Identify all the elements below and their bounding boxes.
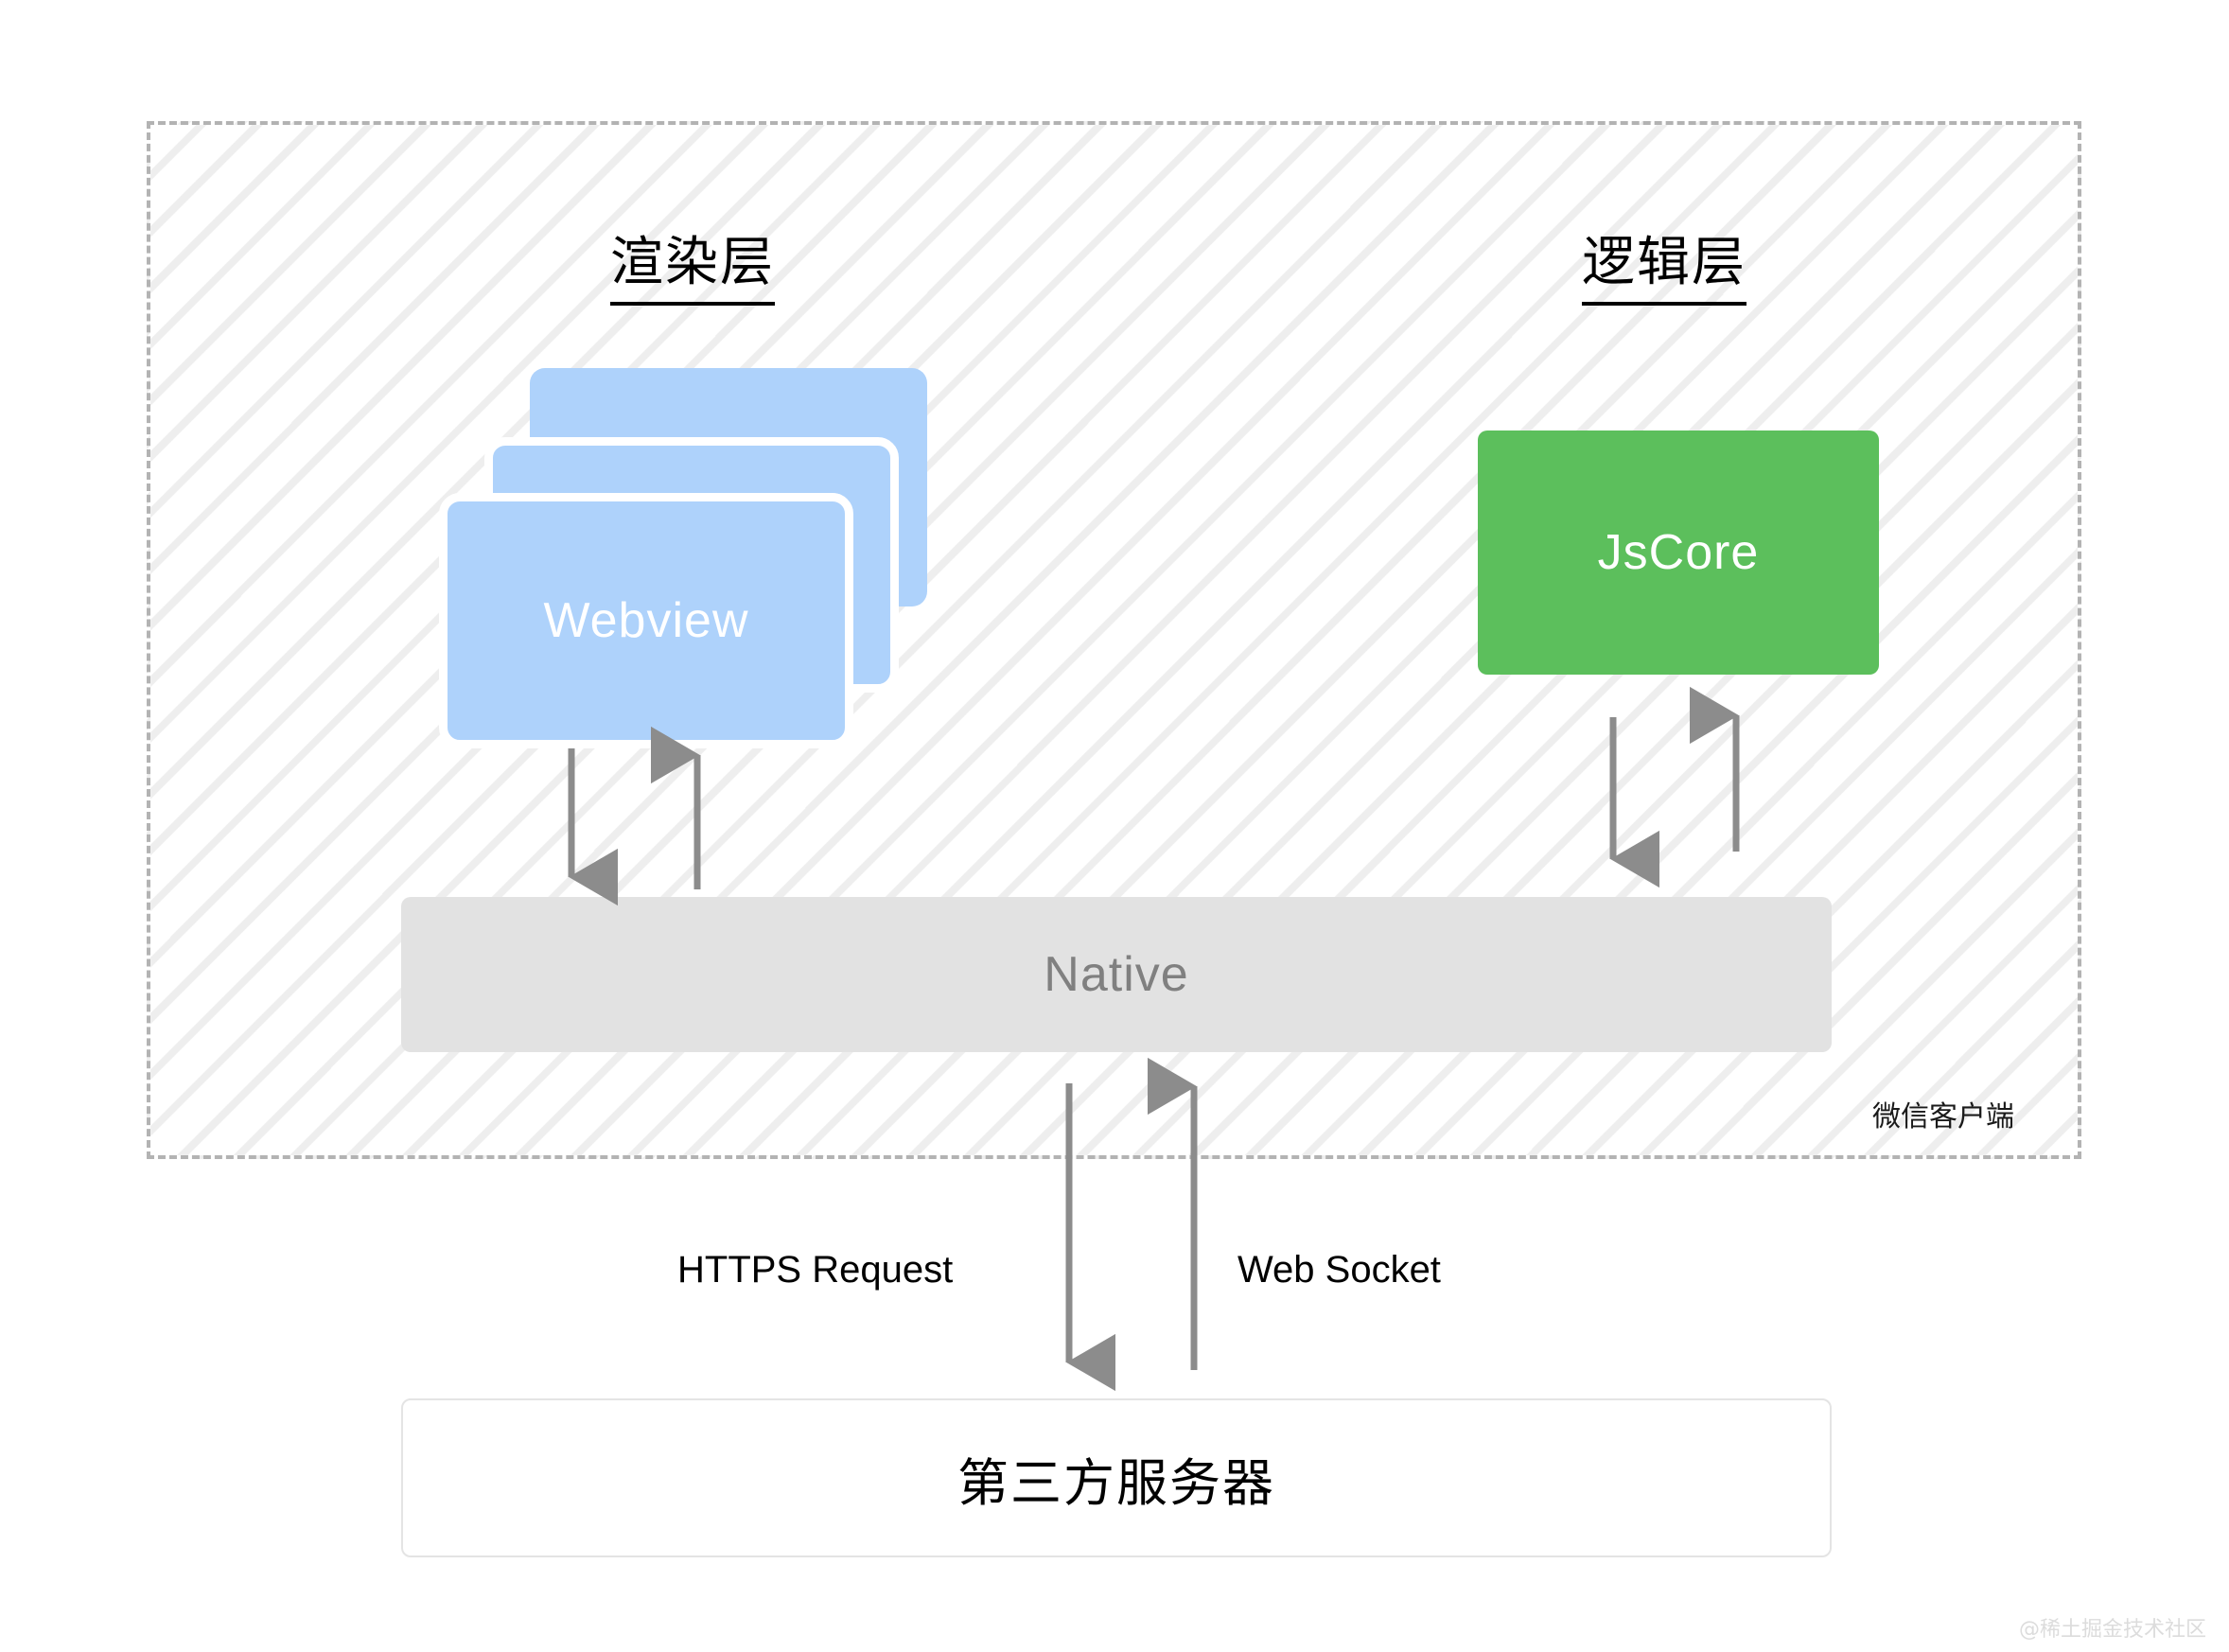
connection-label-https-request: HTTPS Request <box>677 1249 954 1291</box>
jscore-node[interactable]: JsCore <box>1478 431 1879 675</box>
section-title-logic-layer: 逻辑层 <box>1582 220 1746 306</box>
native-node[interactable]: Native <box>401 897 1832 1052</box>
third-party-server-label: 第三方服务器 <box>957 1452 1275 1513</box>
wechat-client-label: 微信客户端 <box>1872 1100 2014 1134</box>
native-label: Native <box>1044 947 1189 1002</box>
third-party-server-node[interactable]: 第三方服务器 <box>401 1398 1832 1557</box>
webview-label: Webview <box>543 593 749 648</box>
webview-card-front[interactable]: Webview <box>439 493 853 748</box>
section-title-render-layer: 渲染层 <box>610 220 775 306</box>
watermark: @稀土掘金技术社区 <box>2018 1618 2206 1642</box>
jscore-label: JsCore <box>1597 525 1760 580</box>
connection-label-web-socket: Web Socket <box>1237 1249 1441 1291</box>
